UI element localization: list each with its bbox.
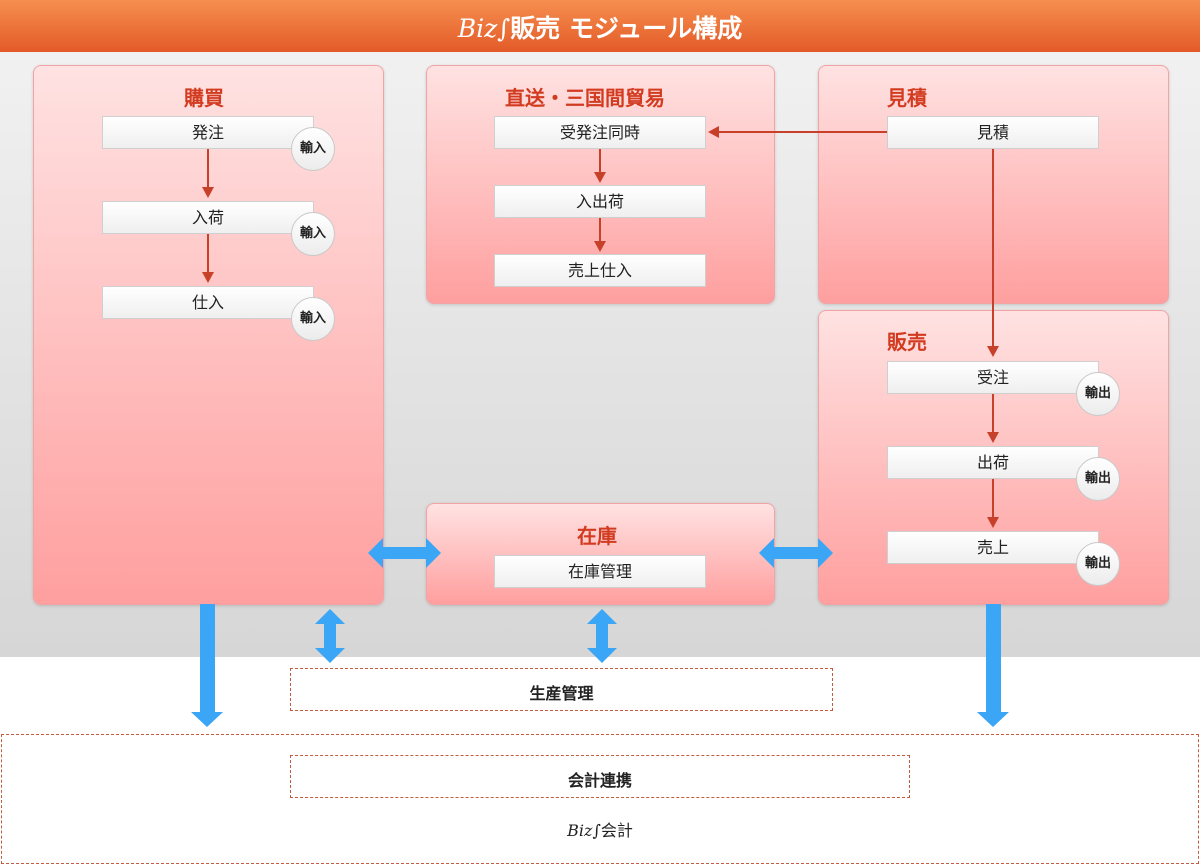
header-title-text: 販売 モジュール構成	[510, 14, 743, 43]
production-management-label: 生産管理	[529, 684, 594, 703]
bizf-logo: Biz∫	[457, 14, 511, 43]
accounting-product-name: 会計	[600, 821, 633, 840]
estimate-title: 見積	[887, 86, 927, 110]
flow-arrow-head	[708, 126, 719, 138]
accounting-integration-box	[290, 755, 910, 798]
flow-arrow-head	[987, 432, 999, 443]
production-management-box	[290, 668, 833, 711]
import-badge: 輸入	[291, 127, 335, 171]
export-badge: 輸出	[1076, 542, 1120, 586]
inventory-management-step[interactable]: 在庫管理	[494, 555, 706, 588]
sales-step-shipment[interactable]: 出荷	[887, 446, 1099, 479]
flow-arrow-head	[202, 272, 214, 283]
import-badge: 輸入	[291, 297, 335, 341]
inventory-title: 在庫	[577, 524, 617, 548]
purchase-title: 購買	[184, 86, 224, 110]
flow-arrow-head	[987, 346, 999, 357]
export-badge: 輸出	[1076, 372, 1120, 416]
direct-step-shipping[interactable]: 入出荷	[494, 185, 706, 218]
sales-to-accounting-arrow	[977, 604, 1009, 727]
purchase-step-receipt[interactable]: 入荷	[102, 201, 314, 234]
accounting-integration-label: 会計連携	[567, 771, 632, 790]
page-title: Biz∫販売 モジュール構成	[0, 9, 1200, 45]
header-bar: Biz∫販売 モジュール構成	[0, 0, 1200, 52]
direct-shipment-title: 直送・三国間貿易	[505, 86, 665, 110]
flow-arrow-head	[987, 517, 999, 528]
bizf-accounting-product: Biz∫会計	[450, 817, 750, 841]
sales-title: 販売	[887, 330, 927, 354]
flow-arrow-head	[594, 172, 606, 183]
export-badge: 輸出	[1076, 457, 1120, 501]
accounting-area	[1, 734, 1199, 864]
import-badge: 輸入	[291, 212, 335, 256]
flow-arrow-head	[594, 241, 606, 252]
purchase-to-accounting-arrow	[191, 604, 223, 727]
direct-step-sales-purchase[interactable]: 売上仕入	[494, 254, 706, 287]
inventory-sales-bidirectional-arrow	[759, 538, 833, 568]
direct-step-simultaneous-order[interactable]: 受発注同時	[494, 116, 706, 149]
flow-arrow-head	[202, 187, 214, 198]
purchase-production-bidirectional-arrow	[315, 609, 345, 663]
sales-step-order[interactable]: 受注	[887, 361, 1099, 394]
estimate-step[interactable]: 見積	[887, 116, 1099, 149]
bizf-logo: Biz∫	[567, 821, 601, 840]
inventory-production-bidirectional-arrow	[587, 609, 617, 663]
sales-step-revenue[interactable]: 売上	[887, 531, 1099, 564]
purchase-inventory-bidirectional-arrow	[368, 538, 441, 568]
